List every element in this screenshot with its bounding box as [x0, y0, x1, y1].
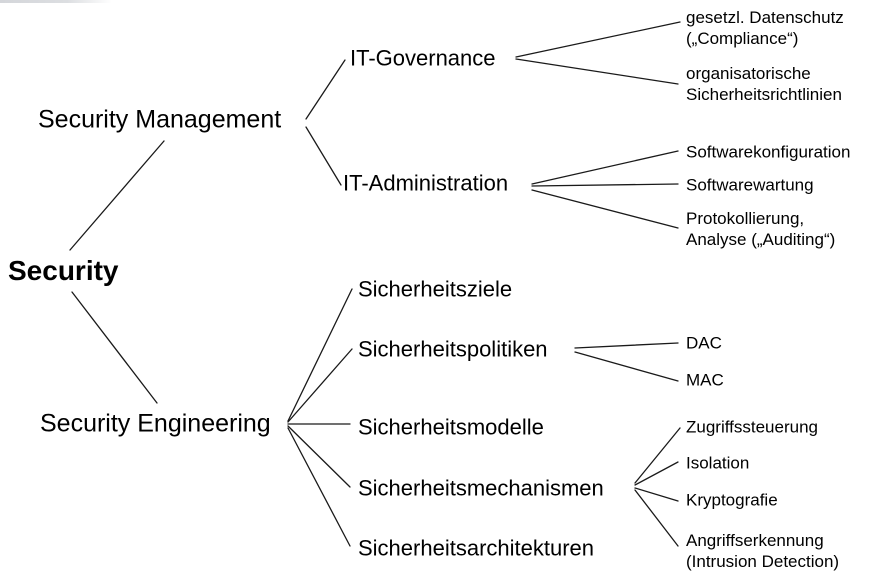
edge-root-management — [69, 140, 165, 251]
leaf-line: Analyse („Auditing“) — [686, 230, 836, 249]
leaf-softwarekonfiguration: Softwarekonfiguration — [686, 142, 851, 162]
edge-engineering-mechanismen — [287, 425, 351, 488]
leaf-line: („Compliance“) — [686, 29, 799, 48]
leaf-kryptografie: Kryptografie — [686, 490, 778, 510]
edge-engineering-ziele — [287, 288, 353, 422]
edge-administration-wartung — [531, 183, 679, 187]
leaf-organisatorische-richtlinien: organisatorische Sicherheitsrichtlinien — [686, 63, 842, 105]
edge-engineering-architekturen — [287, 427, 351, 547]
node-sicherheitsmechanismen: Sicherheitsmechanismen — [358, 475, 604, 501]
leaf-mac: MAC — [686, 370, 724, 390]
edge-mechanismen-zugriff — [634, 427, 681, 484]
leaf-line: Protokollierung, — [686, 209, 805, 228]
node-security: Security — [8, 254, 119, 286]
leaf-line: gesetzl. Datenschutz — [686, 8, 844, 27]
leaf-gesetzl-datenschutz: gesetzl. Datenschutz („Compliance“) — [686, 7, 844, 49]
node-it-governance: IT-Governance — [350, 45, 496, 71]
edge-mechanismen-angriff — [634, 489, 679, 547]
leaf-dac: DAC — [686, 333, 722, 353]
edge-management-governance — [305, 59, 346, 120]
leaf-protokollierung-auditing: Protokollierung, Analyse („Auditing“) — [686, 208, 835, 250]
node-it-administration: IT-Administration — [343, 170, 509, 196]
leaf-line: organisatorische — [686, 64, 811, 83]
edge-mechanismen-isolation — [634, 461, 679, 486]
node-security-management: Security Management — [38, 105, 282, 134]
node-security-engineering: Security Engineering — [40, 409, 271, 438]
screenshot-edge-artifact — [0, 0, 112, 3]
node-sicherheitsarchitekturen: Sicherheitsarchitekturen — [358, 535, 595, 561]
leaf-softwarewartung: Softwarewartung — [686, 175, 814, 195]
edge-root-engineering — [71, 291, 158, 404]
node-sicherheitsziele: Sicherheitsziele — [358, 276, 513, 302]
leaf-line: Sicherheitsrichtlinien — [686, 85, 842, 104]
edge-politiken-mac — [574, 351, 679, 382]
leaf-zugriffssteuerung: Zugriffssteuerung — [686, 417, 818, 437]
leaf-isolation: Isolation — [686, 453, 750, 473]
edge-engineering-politiken — [287, 348, 353, 423]
leaf-line: (Intrusion Detection) — [686, 552, 840, 571]
edge-administration-auditing — [531, 189, 679, 229]
edge-politiken-dac — [574, 342, 679, 349]
leaf-angriffserkennung: Angriffserkennung (Intrusion Detection) — [686, 530, 839, 572]
edge-management-administration — [305, 126, 342, 186]
node-sicherheitsmodelle: Sicherheitsmodelle — [358, 414, 544, 440]
edge-administration-konfiguration — [531, 150, 679, 185]
edge-governance-compliance — [515, 21, 681, 58]
edge-governance-richtlinien — [515, 58, 679, 85]
edge-mechanismen-krypto — [634, 487, 679, 502]
node-sicherheitspolitiken: Sicherheitspolitiken — [358, 336, 548, 362]
leaf-line: Angriffserkennung — [686, 531, 824, 550]
